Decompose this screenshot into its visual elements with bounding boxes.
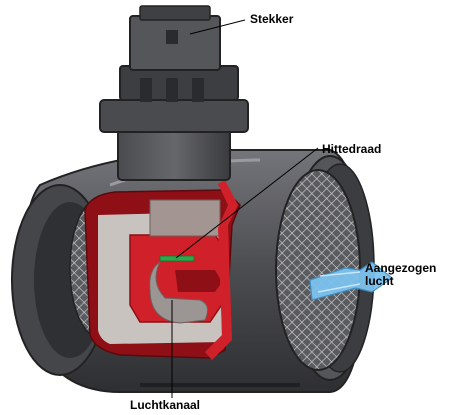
label-aangezogen-line2: lucht: [365, 274, 394, 288]
sensor-element: [149, 199, 221, 237]
hot-wire: [159, 255, 195, 262]
label-hittedraad: Hittedraad: [322, 142, 382, 156]
air-flow-arrow: [309, 261, 394, 301]
label-aangezogen-line1: Aangezogen: [365, 261, 437, 275]
callout-line-stekker: [189, 19, 246, 35]
label-luchtkanaal: Luchtkanaal: [130, 398, 201, 412]
callout-line-hittedraad: [175, 147, 319, 259]
connector-plug: [99, 5, 249, 181]
label-stekker: Stekker: [250, 12, 294, 26]
cutaway-section: [84, 180, 241, 360]
label-aangezogen-lucht: Aangezogen lucht: [365, 262, 436, 288]
